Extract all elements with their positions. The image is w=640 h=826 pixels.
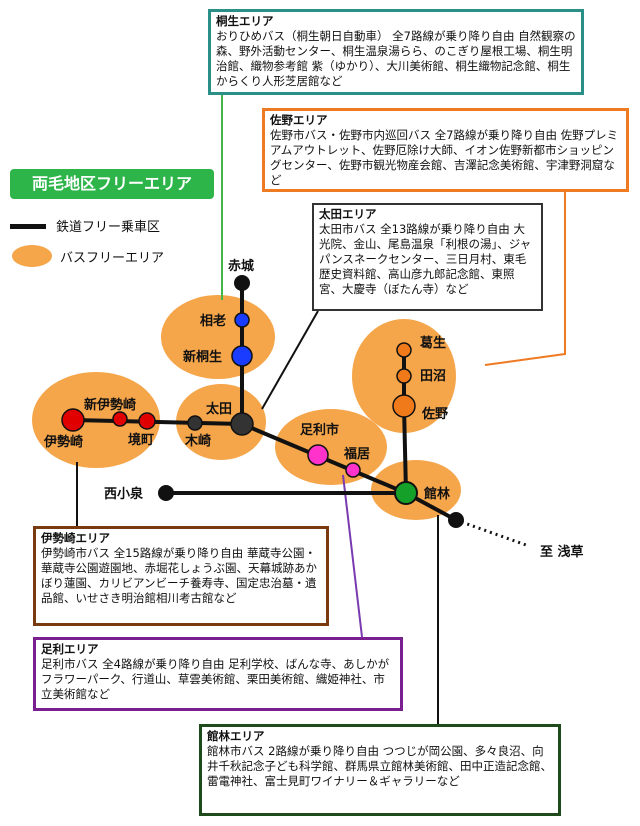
area-title: 佐野エリア: [270, 113, 328, 127]
label-sano: 佐野: [421, 406, 448, 422]
label-kizaki: 木崎: [184, 433, 211, 449]
label-asakusa: 至 浅草: [540, 544, 584, 560]
station-kuzuu: [396, 342, 412, 358]
connector-ota: [261, 310, 319, 410]
area-title: 伊勢崎エリア: [41, 531, 110, 545]
area-title: 太田エリア: [319, 207, 377, 221]
station-akagi: [234, 275, 250, 291]
legend-rail-label: 鉄道フリー乗車区: [56, 220, 161, 235]
rail-isesaki-ota: [72, 418, 243, 426]
label-tatebayashi: 館林: [424, 486, 450, 502]
map-title: 両毛地区フリーエリア: [10, 169, 214, 199]
label-ota: 太田: [205, 401, 232, 417]
station-tatebayashi: [394, 481, 418, 505]
area-body: おりひめバス（桐生朝日自動車） 全7路線が乗り降り自由 自然観察の森、野外活動セ…: [216, 29, 576, 88]
station-nishikoizumi: [158, 485, 174, 501]
label-kuzuu: 葛生: [419, 335, 446, 351]
label-nishikoizumi: 西小泉: [104, 486, 144, 502]
station-kizaki: [187, 415, 203, 431]
station-isesaki: [61, 408, 85, 432]
area-body: 太田市バス 全13路線が乗り降り自由 大光院、金山、尾島温泉「利根の湯」、ジャパ…: [319, 222, 532, 296]
label-tanuma: 田沼: [420, 369, 446, 384]
area-body: 伊勢崎市バス 全15路線が乗り降り自由 華蔵寺公園・華蔵寺公園遊園地、赤堀花しょ…: [41, 546, 317, 605]
connector-sano: [484, 192, 566, 366]
station-shinkiryu: [231, 345, 253, 367]
area-box-ota: 太田エリア 太田市バス 全13路線が乗り降り自由 大光院、金山、尾島温泉「利根の…: [312, 203, 543, 311]
label-aioi: 相老: [200, 313, 226, 329]
area-box-sano: 佐野エリア 佐野市バス・佐野市内巡回バス 全7路線が乗り降り自由 佐野プレミアム…: [262, 108, 629, 192]
station-sakaimachi: [138, 412, 156, 430]
station-sano: [392, 394, 416, 418]
label-shinkiryu: 新桐生: [183, 349, 222, 365]
label-akagi: 赤城: [228, 258, 254, 274]
label-shinisesaki: 新伊勢崎: [84, 397, 136, 413]
area-title: 館林エリア: [207, 729, 265, 743]
area-box-isesaki: 伊勢崎エリア 伊勢崎市バス 全15路線が乗り降り自由 華蔵寺公園・華蔵寺公園遊園…: [33, 526, 329, 626]
rail-asakusa-dotted: [455, 518, 527, 547]
bus-area-kiryu: [161, 295, 275, 379]
legend-bus-label: バスフリーエリア: [60, 251, 165, 266]
station-ota: [230, 412, 254, 436]
connector-ashikaga: [342, 474, 363, 638]
rail-sano-tatebayashi: [402, 405, 408, 494]
area-box-kiryu: 桐生エリア おりひめバス（桐生朝日自動車） 全7路線が乗り降り自由 自然観察の森…: [208, 9, 584, 95]
area-box-ashikaga: 足利エリア 足利市バス 全4路線が乗り降り自由 足利学校、ばんな寺、あしかがフラ…: [33, 637, 403, 711]
area-body: 佐野市バス・佐野市内巡回バス 全7路線が乗り降り自由 佐野プレミアムアウトレット…: [270, 128, 619, 187]
station-aioi: [234, 312, 250, 328]
station-ashikagashi: [307, 444, 329, 466]
area-body: 足利市バス 全4路線が乗り降り自由 足利学校、ばんな寺、あしかがフラワーパーク、…: [41, 657, 390, 701]
legend-rail-line: [10, 224, 46, 229]
station-shinisesaki: [112, 411, 128, 427]
label-ashikagashi: 足利市: [300, 422, 339, 438]
area-body: 館林市バス 2路線が乗り降り自由 つつじが岡公園、多々良沼、向井千秋記念子ども科…: [207, 744, 552, 788]
area-box-tatebayashi: 館林エリア 館林市バス 2路線が乗り降り自由 つつじが岡公園、多々良沼、向井千秋…: [199, 724, 561, 816]
area-title: 足利エリア: [41, 642, 99, 656]
legend-bus-swatch: [12, 245, 52, 267]
label-isesaki: 伊勢崎: [43, 434, 83, 450]
label-sakaimachi: 境町: [128, 432, 154, 448]
station-asakusa-end: [448, 512, 464, 528]
station-fukui: [345, 462, 361, 478]
label-fukui: 福居: [343, 446, 370, 462]
area-title: 桐生エリア: [216, 14, 274, 28]
station-tanuma: [396, 368, 412, 384]
